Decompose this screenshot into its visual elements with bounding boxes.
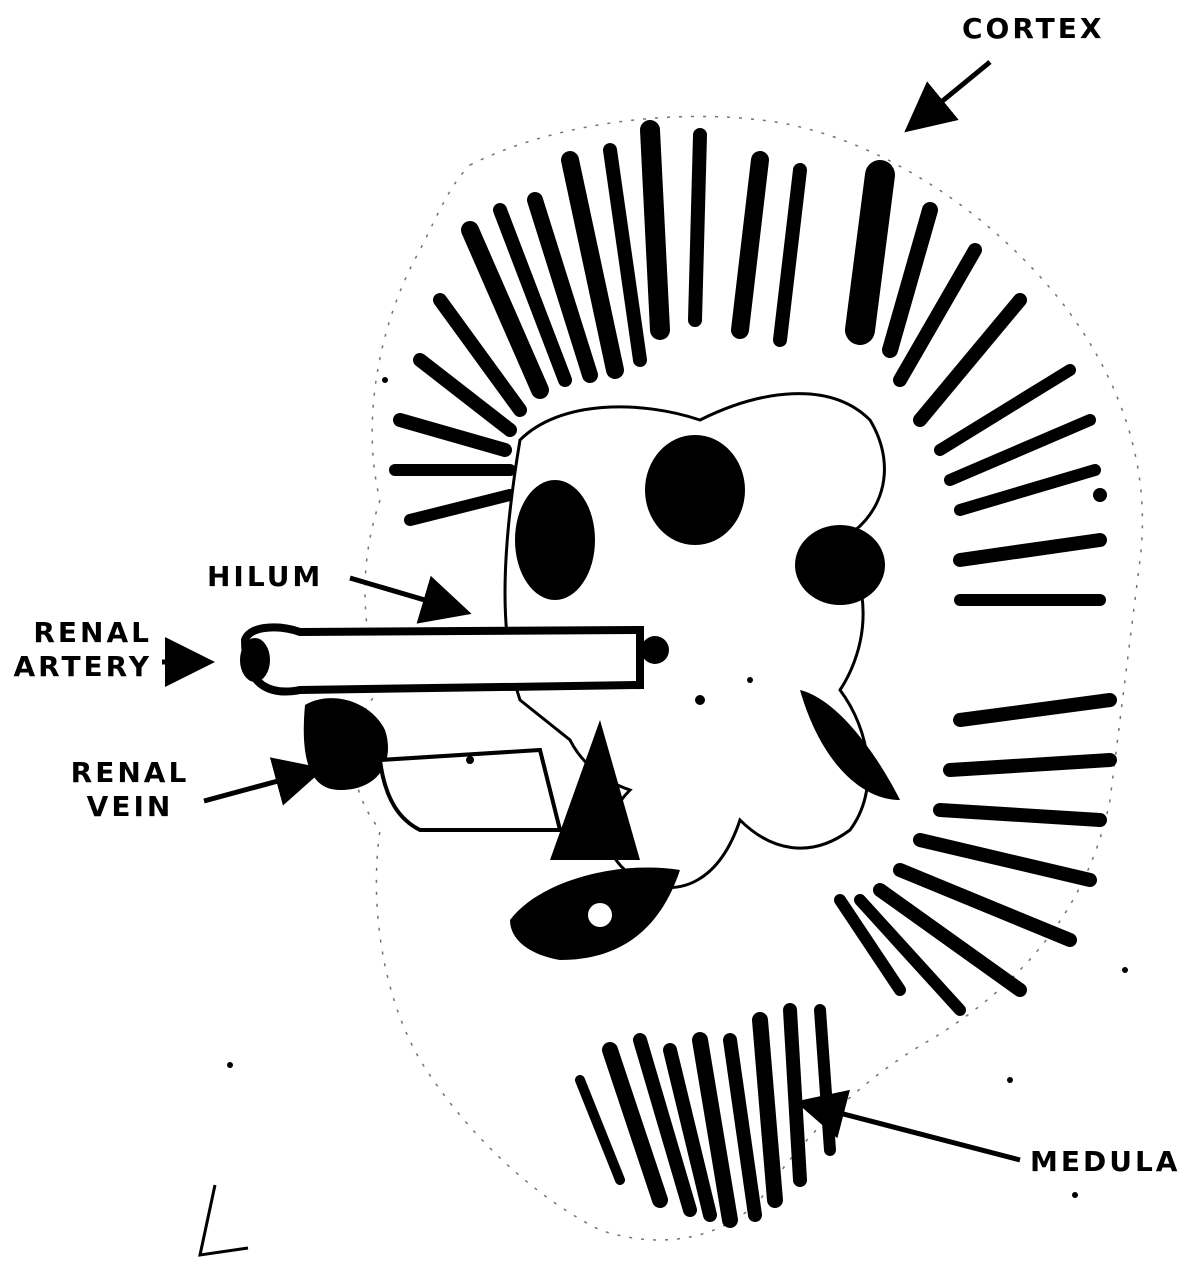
corner-mark	[200, 1185, 248, 1255]
calyx-left	[515, 480, 595, 600]
renal-artery-opening	[240, 638, 270, 682]
artery-branch-node	[641, 636, 669, 664]
label-renal-artery-line2: ARTERY	[4, 650, 152, 684]
arrow-cortex	[912, 62, 990, 126]
label-renal-vein: RENAL VEIN	[60, 756, 200, 824]
arrow-hilum	[350, 578, 462, 611]
arrow-renal-vein	[204, 771, 315, 801]
calyx-right	[795, 525, 885, 605]
label-renal-vein-line1: RENAL	[60, 756, 200, 790]
label-renal-vein-line2: VEIN	[60, 790, 200, 824]
label-cortex: CORTEX	[962, 12, 1104, 46]
medulla-striations	[580, 1010, 830, 1220]
label-hilum: HILUM	[207, 560, 323, 594]
label-renal-artery-line1: RENAL	[4, 616, 152, 650]
label-medula: MEDULA	[1030, 1145, 1180, 1179]
renal-artery	[245, 627, 640, 691]
calyx-lower-inner	[588, 903, 612, 927]
arrow-medula	[805, 1104, 1020, 1160]
label-renal-artery: RENAL ARTERY	[4, 616, 152, 684]
calyx-upper	[645, 435, 745, 545]
renal-vein	[304, 698, 388, 790]
